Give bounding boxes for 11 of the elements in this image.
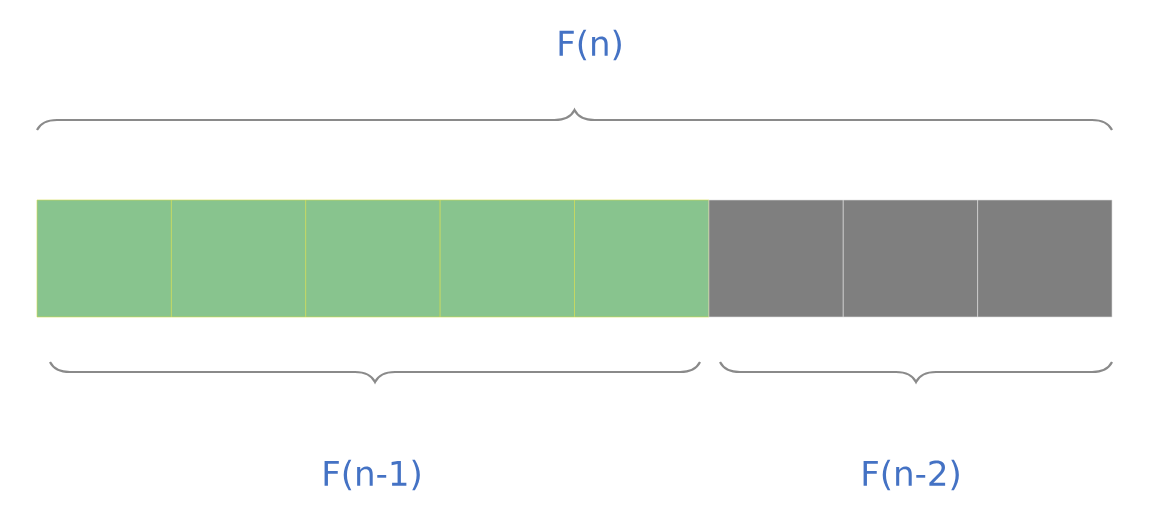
cell [708,199,844,318]
cell [574,199,710,318]
cell [842,199,978,318]
cell [977,199,1113,318]
brace-label: F(n) [559,29,621,61]
cell [36,199,172,318]
cell [305,199,441,318]
brace-label: F(n-2) [863,459,959,491]
brace-label: F(n-1) [324,459,420,491]
cell [171,199,307,318]
cell [439,199,575,318]
